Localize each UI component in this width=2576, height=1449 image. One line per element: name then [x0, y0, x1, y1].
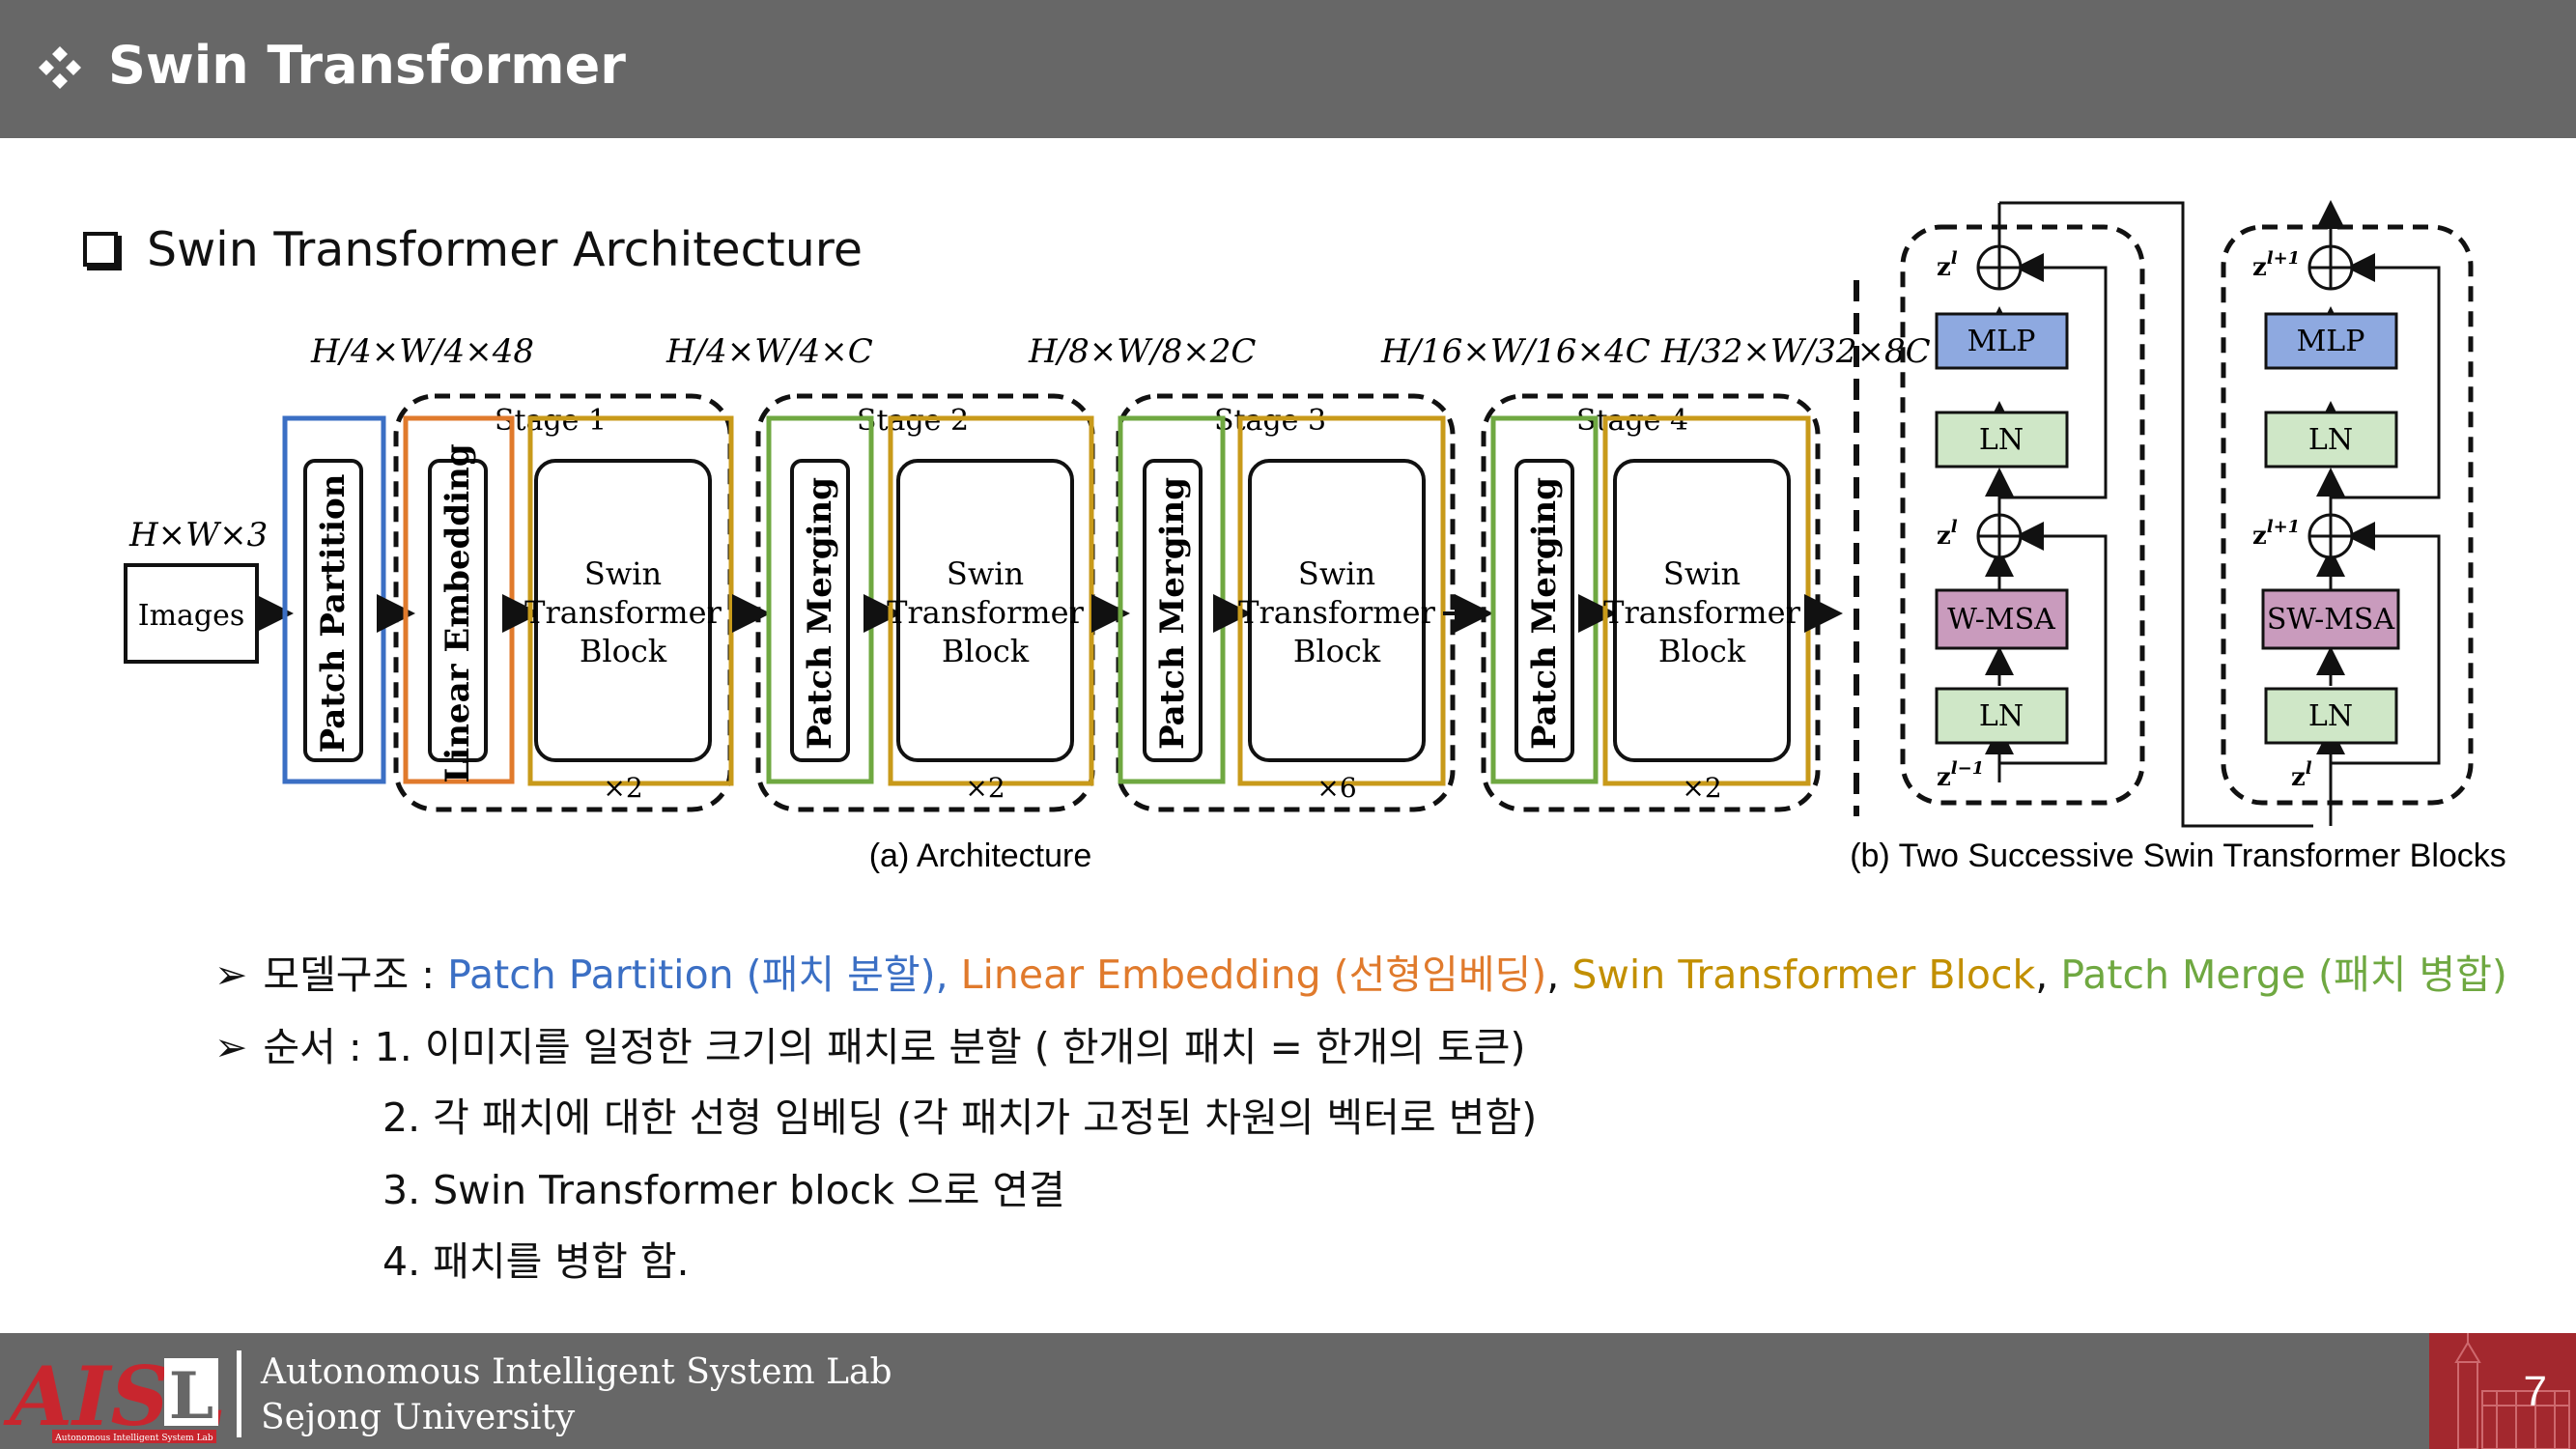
arrow-bullet-icon: ➢ [214, 1024, 248, 1070]
patch-merge-text: Patch Merge (패치 병합) [2060, 952, 2507, 998]
ln-box-top-left [1935, 411, 2069, 469]
w-msa-box [1935, 588, 2069, 650]
university-name: Sejong University [261, 1398, 576, 1437]
z-current-label: zl [2291, 758, 2312, 792]
ln-box-top-right [2264, 411, 2398, 469]
swin-block-line1-3: Swin [1298, 555, 1375, 592]
swin-block-frame-1 [527, 415, 734, 786]
sw-msa-label: SW-MSA [2267, 603, 2395, 637]
ln-box-bottom-left [1935, 687, 2069, 745]
swin-block-line1-1: Swin [584, 555, 662, 592]
swin-block-w-msa-frame [1900, 224, 2145, 806]
dim-label-2: H/8×W/8×2C [1028, 332, 1256, 371]
swin-block-line1-4: Swin [1663, 555, 1741, 592]
mlp-box-right [2264, 312, 2398, 370]
patch-merging-label-2: Patch Merging [801, 477, 839, 750]
sw-msa-box [2261, 588, 2400, 650]
ln-label-bottom-right: LN [2308, 699, 2353, 733]
input-dim-label: H×W×3 [128, 516, 268, 554]
section-title: Swin Transformer Architecture [147, 222, 863, 277]
swin-block-line2-1: Transformer [524, 594, 722, 631]
svg-text:L: L [169, 1358, 213, 1434]
arrow-bullet-icon: ➢ [214, 952, 248, 998]
page-number: 7 [2523, 1368, 2547, 1415]
swin-block-line3-3: Block [1293, 633, 1381, 669]
order-line-4: 4. 패치를 병합 함. [382, 1238, 690, 1285]
title-bar: Swin Transformer [0, 0, 2576, 138]
patch-partition-label: Patch Partition [314, 474, 353, 753]
z-next-label: zl+1 [2252, 248, 2300, 282]
z-hat-label-left: zl [1937, 517, 1958, 551]
order-line-2: 2. 각 패치에 대한 선형 임베딩 (각 패치가 고정된 차원의 벡터로 변함… [382, 1094, 1538, 1141]
aisl-logo: AISL L Autonomous Intelligent System Lab [0, 1333, 232, 1449]
dim-label-3: H/16×W/16×4C [1380, 332, 1651, 371]
ln-label-bottom-left: LN [1979, 699, 2024, 733]
swin-block-line2-4: Transformer [1603, 594, 1800, 631]
swin-block-text: Swin Transformer Block [1571, 952, 2036, 998]
lab-name: Autonomous Intelligent System Lab [261, 1352, 892, 1392]
swin-block-sw-msa-frame [2221, 224, 2474, 806]
repeat-label-1: ×2 [603, 772, 642, 804]
repeat-label-4: ×2 [1682, 772, 1721, 804]
section-heading: Swin Transformer Architecture [83, 222, 863, 277]
slide-title: Swin Transformer [108, 35, 626, 96]
w-msa-label: W-MSA [1947, 603, 2055, 637]
swin-block-line3-2: Block [942, 633, 1030, 669]
swin-block-line3-4: Block [1658, 633, 1746, 669]
stage-3-frame [1116, 393, 1456, 812]
z-label-top-left: zl [1937, 248, 1958, 282]
dim-label-4: H/32×W/32×8C [1660, 332, 1931, 371]
images-box [124, 563, 259, 664]
patch-merging-label-3: Patch Merging [1153, 477, 1192, 750]
z-hat-next-label: zl+1 [2252, 517, 2300, 551]
order-line-1: ➢순서 : 1. 이미지를 일정한 크기의 패치로 분할 ( 한개의 패치 = … [214, 1024, 1526, 1070]
patch-partition-text: Patch Partition (패치 분할), [447, 952, 948, 998]
swin-block-line2-3: Transformer [1238, 594, 1435, 631]
swin-block-line3-1: Block [580, 633, 667, 669]
linear-embedding-label: Linear Embedding [439, 443, 477, 782]
dim-label-0: H/4×W/4×48 [310, 332, 534, 371]
blocks-caption: (b) Two Successive Swin Transformer Bloc… [1850, 838, 2506, 874]
footer-divider [237, 1350, 241, 1437]
ln-label-top-right: LN [2308, 423, 2353, 457]
ln-box-bottom-right [2264, 687, 2398, 745]
page-number-block: 7 [2429, 1333, 2576, 1449]
svg-text:Autonomous Intelligent System: Autonomous Intelligent System Lab [54, 1434, 213, 1443]
swin-block-line1-2: Swin [947, 555, 1024, 592]
z-prev-label: zl−1 [1937, 758, 1984, 792]
dim-label-1: H/4×W/4×C [665, 332, 873, 371]
mlp-label-left: MLP [1967, 325, 2036, 358]
linear-embedding-text: Linear Embedding (선형임베딩) [948, 952, 1547, 998]
architecture-caption: (a) Architecture [869, 838, 1092, 874]
ln-label-top-left: LN [1979, 423, 2024, 457]
footer-bar [0, 1333, 2576, 1449]
repeat-label-3: ×6 [1316, 772, 1356, 804]
four-diamond-icon [39, 46, 81, 89]
repeat-label-2: ×2 [965, 772, 1005, 804]
mlp-box-left [1935, 312, 2069, 370]
mlp-label-right: MLP [2297, 325, 2365, 358]
building-icon [2454, 1333, 2570, 1449]
patch-merging-label-4: Patch Merging [1525, 477, 1564, 750]
swin-block-line2-2: Transformer [887, 594, 1084, 631]
model-structure-line: ➢모델구조 : Patch Partition (패치 분할), Linear … [214, 952, 2507, 998]
order-line-3: 3. Swin Transformer block 으로 연결 [382, 1167, 1065, 1213]
swin-block-frame-3 [1237, 415, 1446, 786]
square-bullet-icon [83, 231, 118, 267]
images-label: Images [138, 599, 245, 633]
architecture-diagram: H/4×W/4×48 H/4×W/4×C H/8×W/8×2C H/16×W/1… [124, 200, 2506, 874]
